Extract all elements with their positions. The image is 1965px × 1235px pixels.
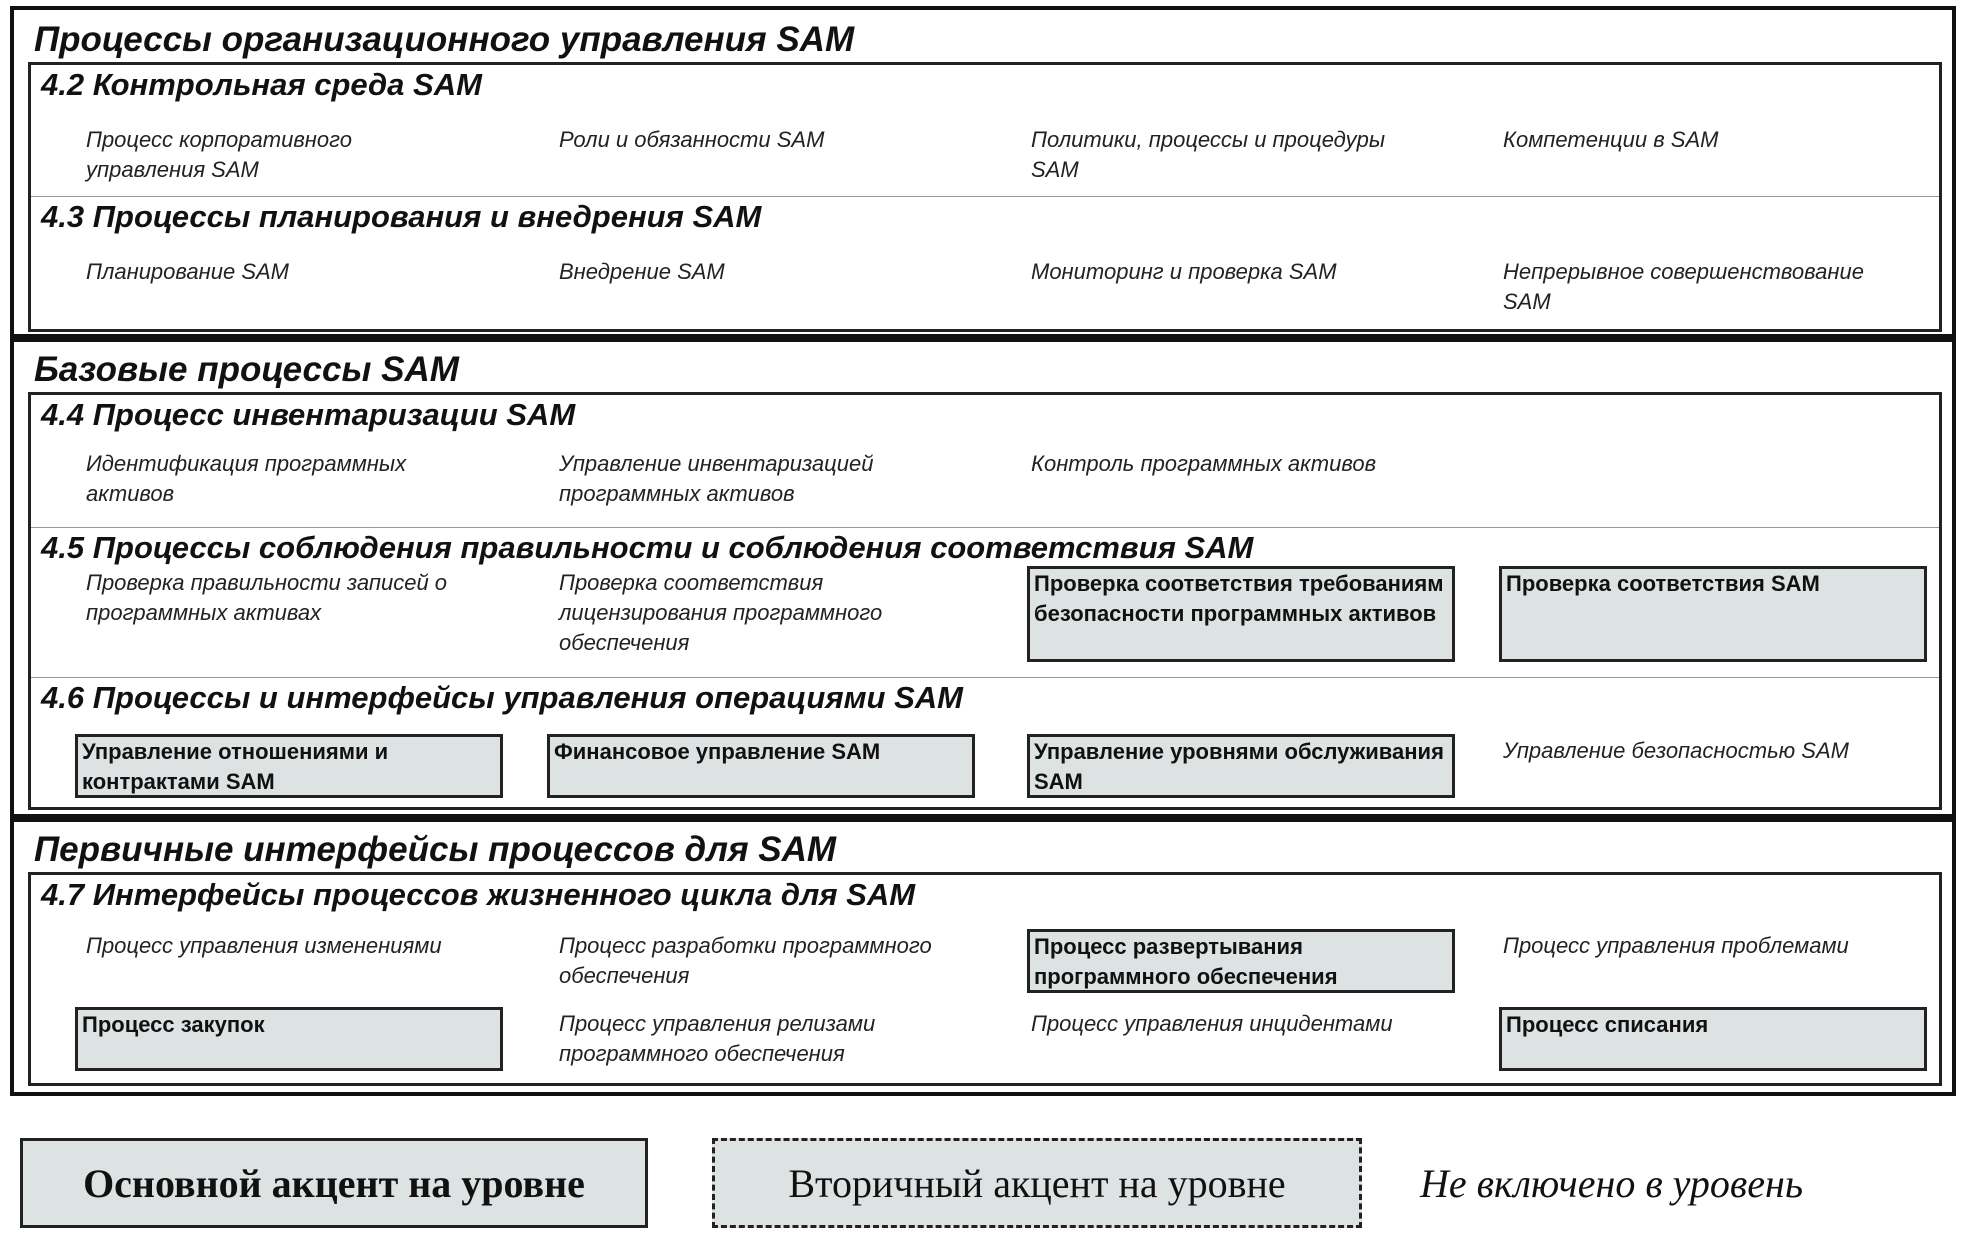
section-title: 4.7 Интерфейсы процессов жизненного цикл… (41, 877, 916, 912)
process-item: Управление инвентаризацией программных а… (559, 451, 874, 506)
process-item: Процесс разработки программного обеспече… (559, 933, 932, 988)
legend-secondary: Вторичный акцент на уровне (712, 1138, 1362, 1228)
group-title: Базовые процессы SAM (34, 350, 459, 389)
section-title: 4.4 Процесс инвентаризации SAM (41, 397, 576, 432)
section-title: 4.6 Процессы и интерфейсы управления опе… (41, 680, 963, 715)
process-item: Компетенции в SAM (1503, 127, 1719, 152)
process-item-primary: Процесс закупок (75, 1007, 503, 1071)
process-item: Идентификация программных активов (86, 451, 407, 506)
process-item-primary: Проверка соответствия SAM (1499, 566, 1927, 662)
process-item: Роли и обязанности SAM (559, 127, 825, 152)
section-4-4: 4.4 Процесс инвентаризации SAM Идентифик… (31, 395, 1939, 527)
process-item: Процесс корпоративного управления SAM (86, 127, 352, 182)
process-item-primary: Процесс развертывания программного обесп… (1027, 929, 1455, 993)
process-item: Контроль программных активов (1031, 451, 1377, 476)
group-title: Первичные интерфейсы процессов для SAM (34, 830, 837, 869)
group-core: Базовые процессы SAM 4.4 Процесс инвента… (10, 338, 1956, 818)
section-4-2: 4.2 Контрольная среда SAM Процесс корпор… (31, 65, 1939, 196)
section-title: 4.3 Процессы планирования и внедрения SA… (41, 199, 762, 234)
section-4-6: 4.6 Процессы и интерфейсы управления опе… (31, 677, 1939, 807)
section-title: 4.5 Процессы соблюдения правильности и с… (41, 530, 1254, 565)
process-item: Процесс управления инцидентами (1031, 1011, 1393, 1036)
process-item: Политики, процессы и процедуры SAM (1031, 127, 1386, 182)
group-sections: 4.2 Контрольная среда SAM Процесс корпор… (28, 62, 1942, 332)
process-item: Процесс управления релизами программного… (559, 1011, 876, 1066)
group-organizational: Процессы организационного управления SAM… (10, 6, 1956, 338)
process-item: Мониторинг и проверка SAM (1031, 259, 1337, 284)
section-4-5: 4.5 Процессы соблюдения правильности и с… (31, 527, 1939, 677)
process-item-primary: Проверка соответствия требованиям безопа… (1027, 566, 1455, 662)
process-item: Планирование SAM (86, 259, 289, 284)
process-item: Непрерывное совершенствование SAM (1503, 259, 1864, 314)
legend-not-included: Не включено в уровень (1420, 1160, 1804, 1206)
legend-primary: Основной акцент на уровне (20, 1138, 648, 1228)
process-item: Управление безопасностью SAM (1503, 738, 1849, 763)
group-sections: 4.7 Интерфейсы процессов жизненного цикл… (28, 872, 1942, 1086)
group-interfaces: Первичные интерфейсы процессов для SAM 4… (10, 818, 1956, 1096)
section-4-3: 4.3 Процессы планирования и внедрения SA… (31, 196, 1939, 329)
process-item: Проверка соответствия лицензирования про… (559, 570, 883, 655)
group-title: Процессы организационного управления SAM (34, 20, 855, 59)
process-item: Проверка правильности записей о программ… (86, 570, 448, 625)
process-item-primary: Управление уровнями обслуживания SAM (1027, 734, 1455, 798)
process-item-primary: Управление отношениями и контрактами SAM (75, 734, 503, 798)
section-4-7: 4.7 Интерфейсы процессов жизненного цикл… (31, 875, 1939, 1083)
section-title: 4.2 Контрольная среда SAM (41, 67, 482, 102)
process-item: Внедрение SAM (559, 259, 725, 284)
group-sections: 4.4 Процесс инвентаризации SAM Идентифик… (28, 392, 1942, 810)
process-item-primary: Процесс списания (1499, 1007, 1927, 1071)
process-item: Процесс управления проблемами (1503, 933, 1849, 958)
process-item-primary: Финансовое управление SAM (547, 734, 975, 798)
process-item: Процесс управления изменениями (86, 933, 442, 958)
